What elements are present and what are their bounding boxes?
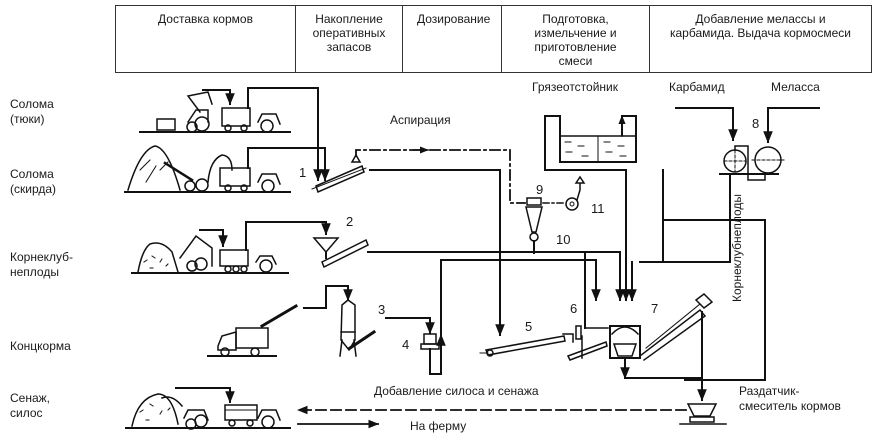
equipment-number-7: 7 [651,301,659,316]
to-farm-label: На ферму [410,419,467,433]
dosing-feeder-6 [562,325,608,361]
equipment-number-8: 8 [752,116,760,131]
header-dosing: Дозирование [402,6,501,72]
distributor-label: Раздатчик-смеситель кормов [739,384,841,413]
conveyor-5 [479,335,566,357]
feed-label-straw-bales: Солома(тюки) [10,97,54,126]
straw-stack-delivery-icon [124,145,330,193]
mixer-7 [609,293,714,402]
silage-delivery-icon [125,387,291,430]
feed-label-silage: Сенаж,силос [10,391,51,420]
hopper-conveyor-2 [312,237,369,269]
stage-header-table: Доставка кормов Накопление оперативных з… [115,5,872,73]
silage-addition-label: Добавление силоса и сенажа [374,384,539,398]
header-delivery: Доставка кормов [158,12,253,26]
cyclone-9 [525,197,543,254]
sludge-tank [544,115,637,302]
straw-bales-delivery-icon [139,87,323,182]
equipment-number-11: 11 [591,201,605,216]
equipment-number-10: 10 [556,232,571,247]
feeder-4 [420,333,446,375]
root-crops-delivery-icon [131,221,331,274]
equipment-number-5: 5 [525,319,533,334]
equipment-number-9: 9 [536,182,544,197]
concentrates-delivery-icon [207,285,353,357]
feed-label-concentrates: Концкорма [10,339,71,353]
header-preparation: Подготовка, измельчение и приготовление … [501,6,649,72]
sludge-tank-label: Грязеотстойник [532,80,618,94]
feed-label-root-crops: Корнеклуб-неплоды [10,250,74,279]
aspiration-line [355,149,526,204]
fan-11 [565,175,586,211]
header-accumulation: Накопление оперативных запасов [295,6,402,72]
dosing-unit-8 [675,107,820,263]
equipment-number-3: 3 [378,302,386,317]
equipment-number-1: 1 [299,165,307,180]
feed-label-straw-stack: Солома(скирда) [10,167,57,196]
header-additives: Добавление мелассы и карбамида. Выдача к… [649,6,871,72]
equipment-number-2: 2 [346,214,354,229]
equipment-number-4: 4 [402,337,410,352]
silo-3 [339,299,435,357]
carbamide-label: Карбамид [669,80,725,94]
equipment-number-6: 6 [570,301,578,316]
molasses-label: Меласса [771,80,820,94]
conveyor-1 [311,153,367,194]
aspiration-label: Аспирация [390,113,451,127]
distributor-mixer [679,403,727,425]
